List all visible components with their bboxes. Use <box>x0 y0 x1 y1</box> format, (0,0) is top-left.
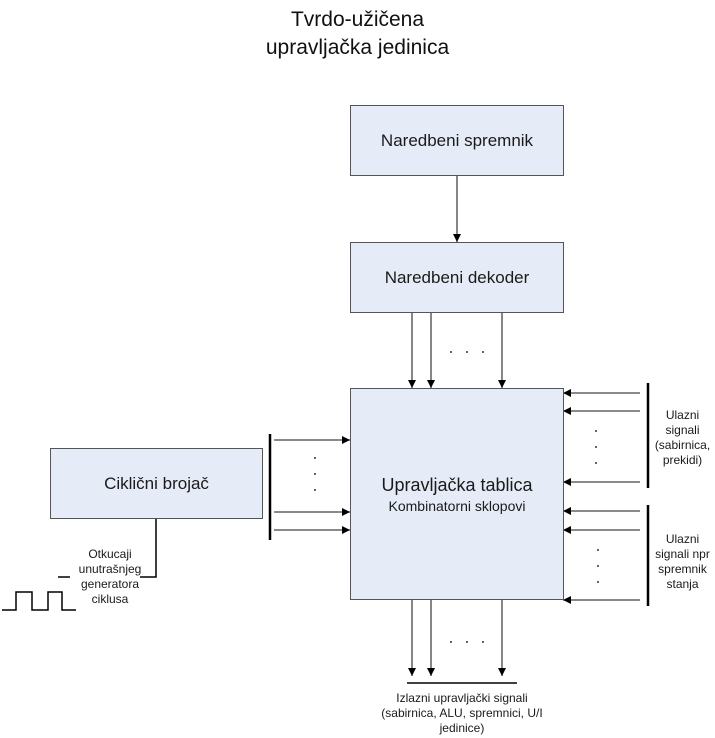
ellipsis-dot <box>595 430 597 432</box>
square-wave-icon <box>2 591 76 611</box>
diagram-title: Tvrdo-užičena upravljačka jedinica <box>0 6 715 62</box>
output-signals-label: Izlazni upravljački signali (sabirnica, … <box>381 691 543 735</box>
ellipsis-dot <box>466 641 468 643</box>
cyclic-counter-block: Ciklični brojač <box>50 448 263 519</box>
ellipsis-dot <box>450 351 452 353</box>
ellipsis-dot <box>597 565 599 567</box>
ellipsis-dot <box>597 581 599 583</box>
ellipsis-dot <box>595 446 597 448</box>
ellipsis-dot <box>595 462 597 464</box>
ellipsis-dot <box>450 641 452 643</box>
control-table-subtitle: Kombinatorni sklopovi <box>388 497 526 514</box>
clock-wire <box>140 518 157 578</box>
control-table-block: Upravljačka tablica Kombinatorni sklopov… <box>350 388 564 600</box>
instruction-decoder-label: Naredbeni dekoder <box>384 267 530 287</box>
cyclic-counter-label: Ciklični brojač <box>104 473 209 493</box>
control-table-title: Upravljačka tablica <box>381 474 533 495</box>
ellipsis-dot <box>314 489 316 491</box>
ellipsis-dot <box>314 457 316 459</box>
instruction-register-label: Naredbeni spremnik <box>380 130 534 150</box>
ellipsis-dot <box>597 549 599 551</box>
ellipsis-dot <box>466 351 468 353</box>
ellipsis-dot <box>314 473 316 475</box>
title-line-2: upravljačka jedinica <box>265 36 450 59</box>
ellipsis-dot <box>482 641 484 643</box>
title-line-1: Tvrdo-užičena <box>290 8 425 31</box>
ellipsis-dot <box>482 351 484 353</box>
clock-ticks-label: Otkucaji unutrašnjeg generatora ciklusa <box>78 547 142 606</box>
instruction-register-block: Naredbeni spremnik <box>350 105 564 176</box>
instruction-decoder-block: Naredbeni dekoder <box>350 242 564 313</box>
input-signals-bus-label: Ulazni signali (sabirnica, prekidi) <box>654 408 711 467</box>
input-signals-status-label: Ulazni signali npr spremnik stanja <box>655 532 710 591</box>
